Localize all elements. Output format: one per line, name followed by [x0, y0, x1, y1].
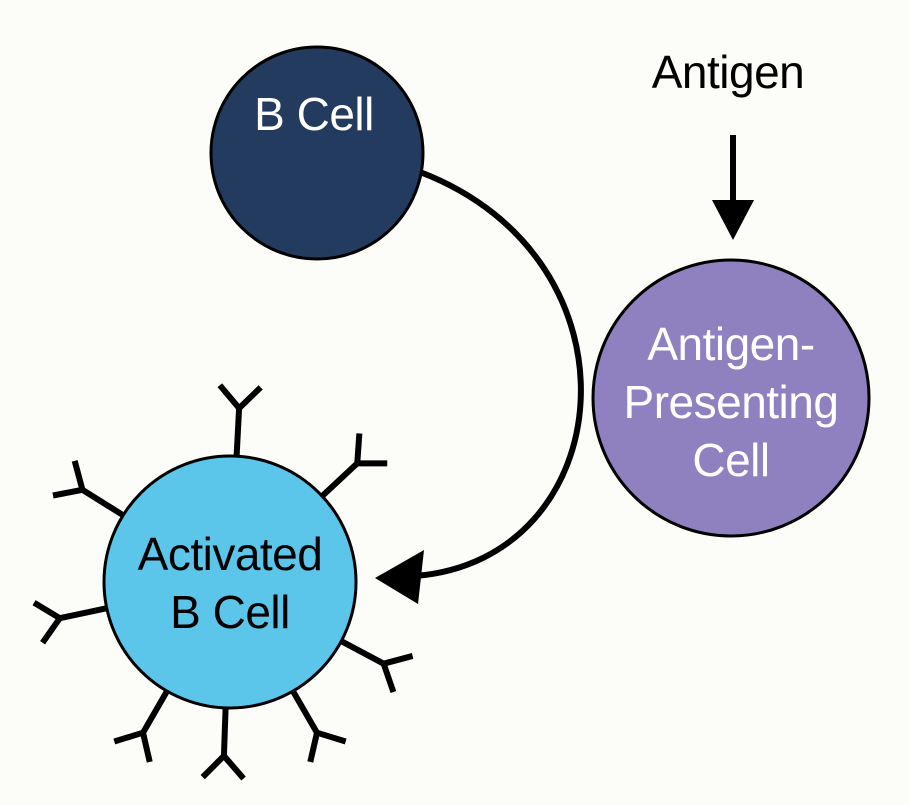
antibody-receptor — [332, 634, 414, 694]
apc-label-line-2: Presenting — [624, 376, 839, 428]
b-cell-label: B Cell — [254, 88, 374, 140]
antibody-receptor — [200, 699, 246, 781]
antibody-receptor — [32, 600, 116, 645]
antibody-receptor — [52, 460, 132, 523]
activation-arrowhead — [375, 550, 424, 604]
activated-b-cell-circle — [102, 454, 358, 710]
apc-label-line-1: Antigen- — [647, 318, 814, 370]
antibody-receptor — [314, 433, 388, 504]
antibody-receptor — [286, 682, 347, 763]
activation-arrow-curve — [412, 169, 584, 579]
antigen-presenting-cell-circle — [591, 258, 871, 538]
antibody-receptor — [113, 682, 174, 763]
apc-label-line-3: Cell — [692, 434, 769, 486]
antigen-label: Antigen — [652, 46, 805, 98]
antigen-arrowhead — [712, 200, 754, 240]
antibody-receptors — [32, 383, 414, 781]
activated-b-cell-label-line-2: B Cell — [170, 586, 290, 638]
activated-b-cell-label-line-1: Activated — [138, 528, 323, 580]
antibody-receptor — [217, 383, 263, 465]
b-cell-circle — [209, 45, 425, 261]
